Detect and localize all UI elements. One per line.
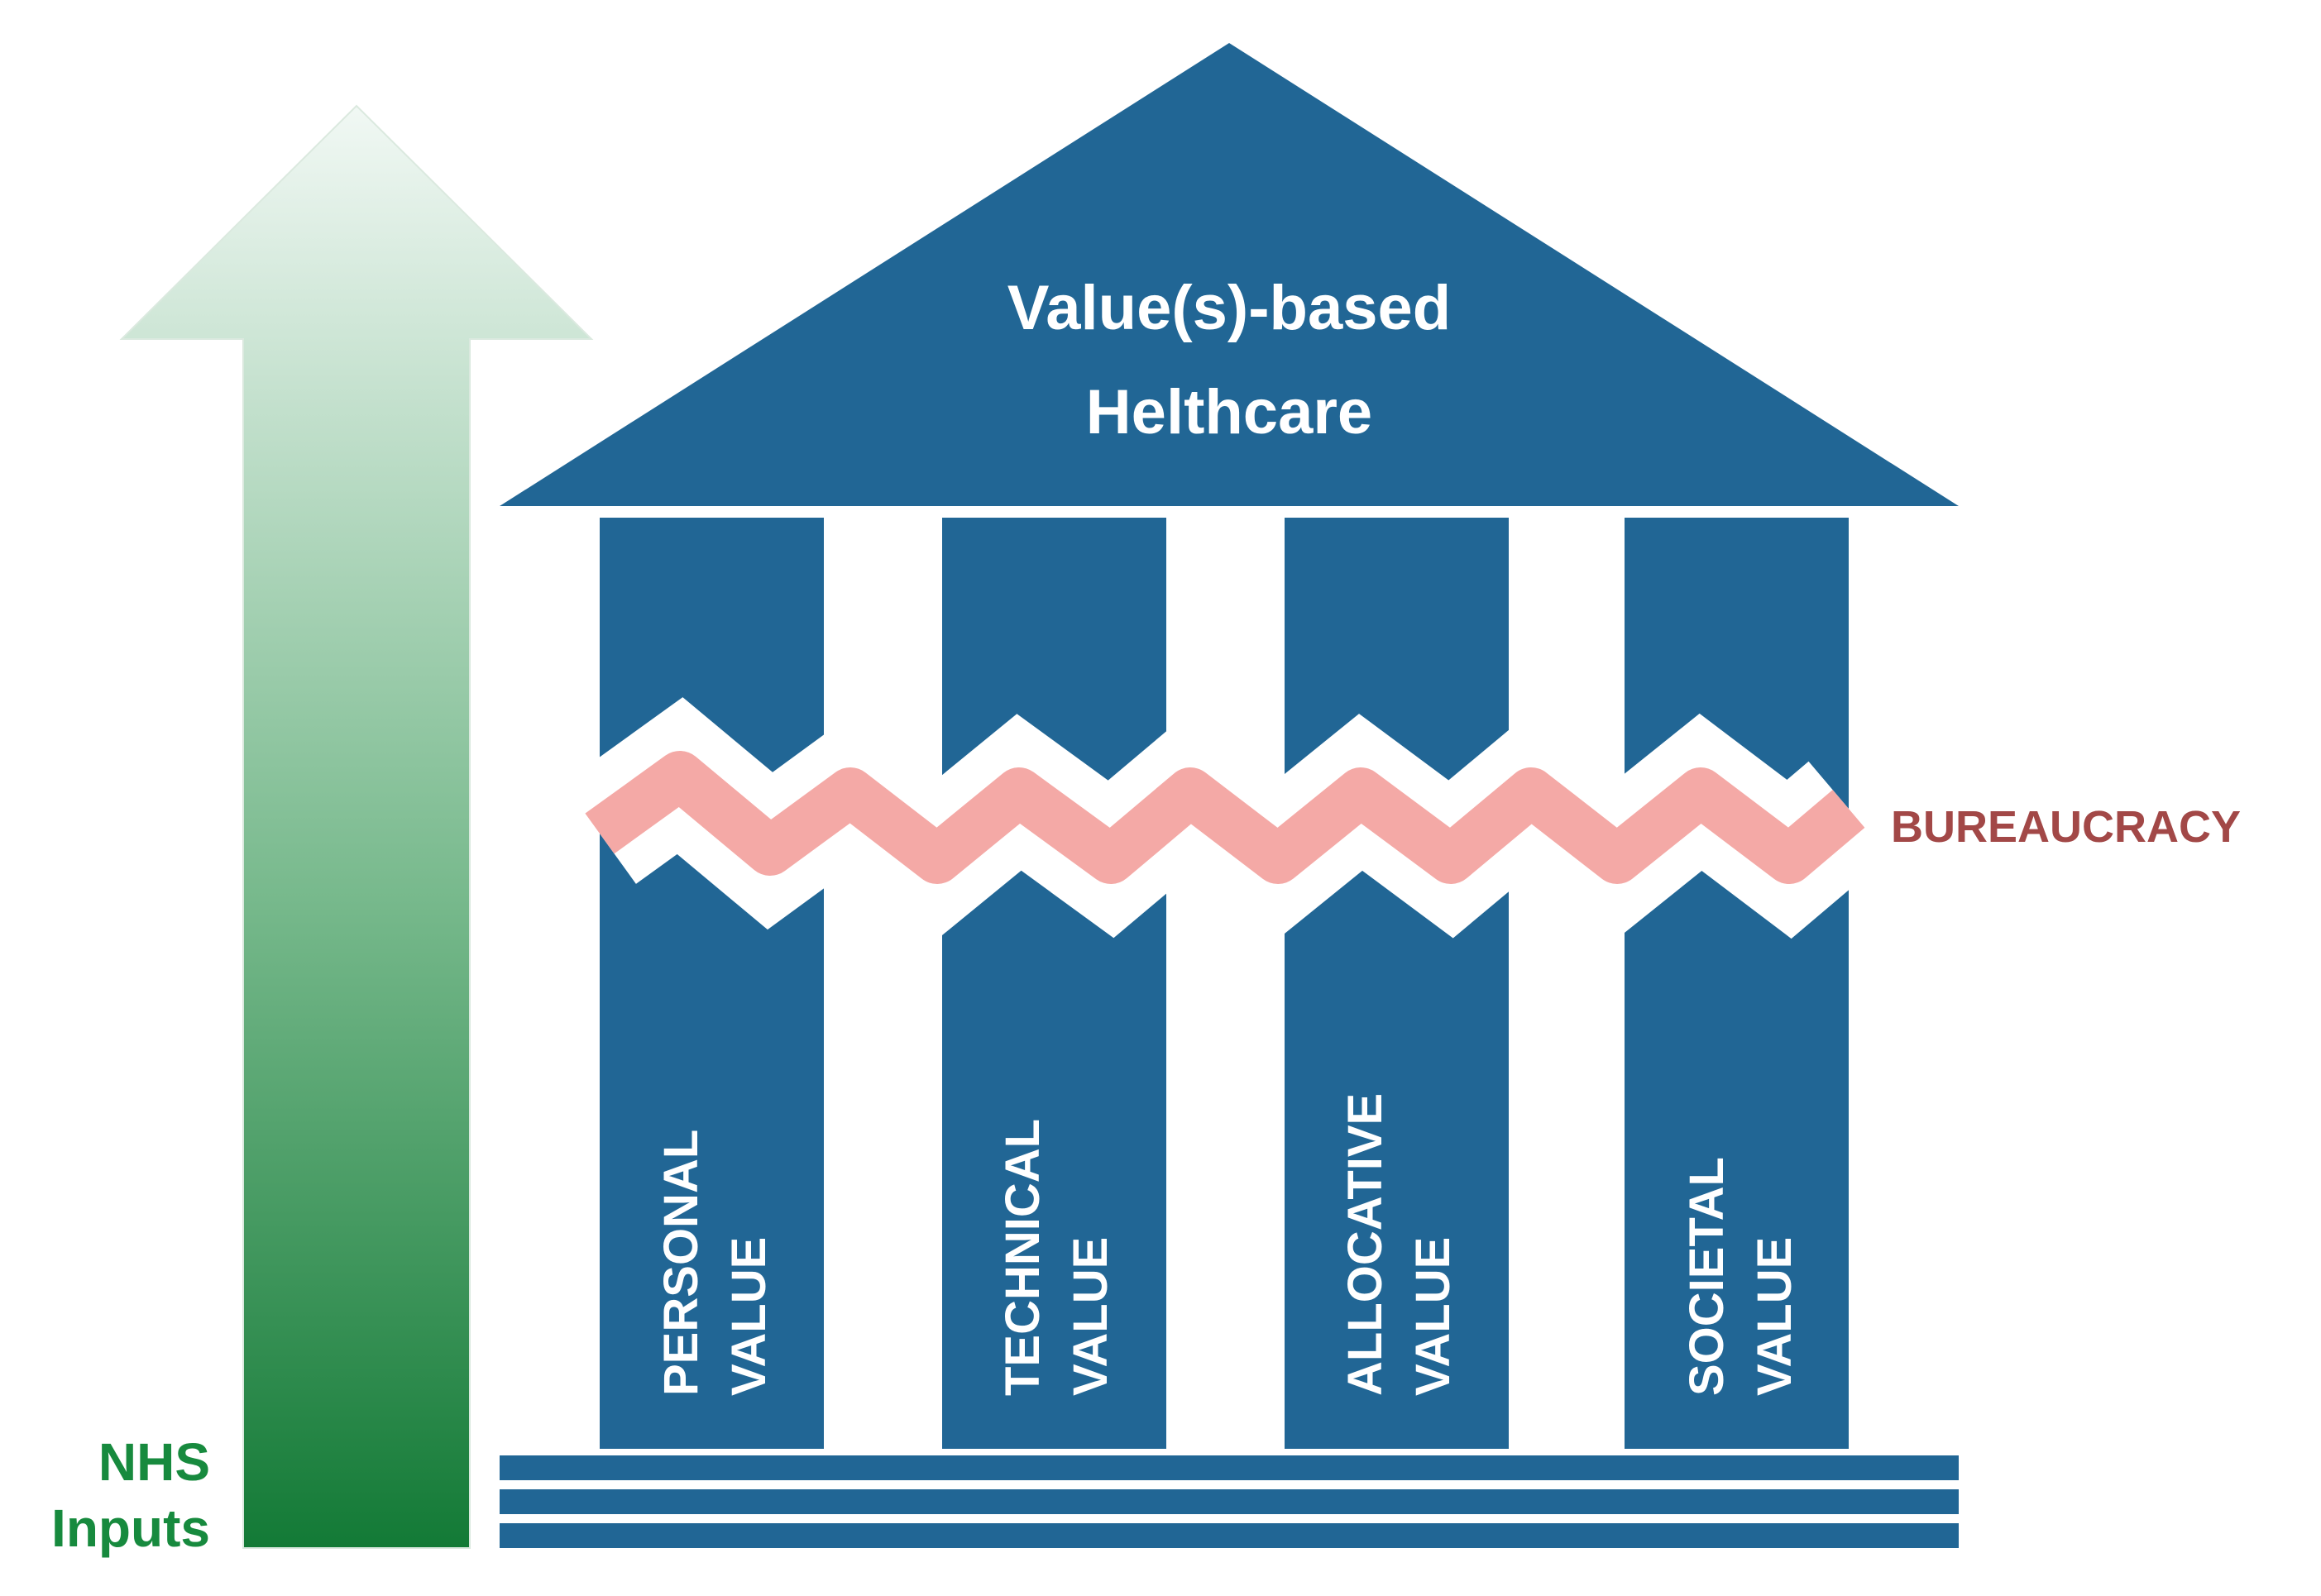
roof-title-line2: Helthcare (1086, 377, 1372, 447)
pillar-label-personal: PERSONAL VALUE (654, 1130, 776, 1396)
temple-base-step-2 (500, 1489, 1959, 1514)
pillar-label-technical: TECHNICAL VALUE (996, 1119, 1117, 1396)
pillar-label-line1: TECHNICAL (996, 1119, 1050, 1396)
temple-base-step-3 (500, 1523, 1959, 1548)
pillar-label-line2: VALUE (722, 1237, 776, 1396)
pillar-label-allocative: ALLOCATIVE VALUE (1338, 1093, 1460, 1396)
temple-roof (500, 43, 1959, 506)
pillar-label-line1: ALLOCATIVE (1338, 1093, 1392, 1396)
temple-base-step-1 (500, 1455, 1959, 1480)
pillar-label-line1: PERSONAL (654, 1130, 708, 1396)
pillar-personal (600, 518, 824, 1449)
inputs-label-line2: Inputs (51, 1498, 210, 1558)
pillar-allocative (1285, 518, 1509, 1449)
bureaucracy-label: BUREAUCRACY (1891, 802, 2241, 852)
bureaucracy-crack (563, 697, 1889, 939)
upward-arrow-icon (119, 104, 594, 1549)
pillar-societal (1625, 518, 1849, 1449)
roof-title-line1: Value(s)-based (1007, 273, 1451, 343)
inputs-label-line1: NHS (98, 1432, 210, 1492)
pillar-label-line2: VALUE (1406, 1237, 1460, 1396)
pillar-label-societal: SOCIETAL VALUE (1680, 1157, 1802, 1396)
pillar-label-line2: VALUE (1748, 1237, 1802, 1396)
pillar-label-line1: SOCIETAL (1680, 1157, 1734, 1396)
pillar-label-line2: VALUE (1064, 1237, 1117, 1396)
pillar-technical (942, 518, 1166, 1449)
